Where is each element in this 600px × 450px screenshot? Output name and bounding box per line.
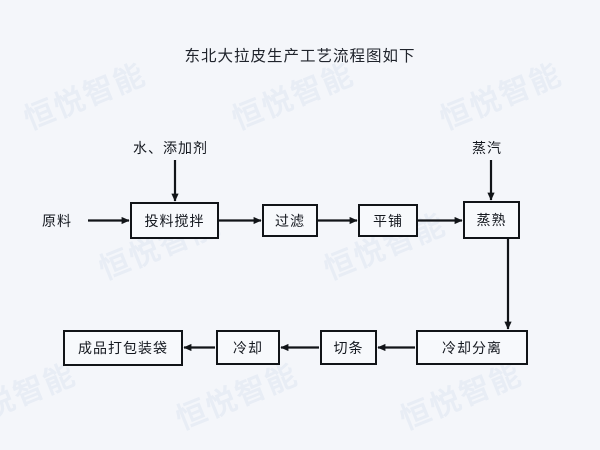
label-steam: 蒸汽 [472,141,502,157]
page-title: 东北大拉皮生产工艺流程图如下 [184,47,416,65]
node-filter[interactable]: 过滤 [262,204,318,237]
node-spread[interactable]: 平铺 [358,204,418,237]
label-raw-material: 原料 [42,214,72,230]
node-feed-mix[interactable]: 投料搅拌 [130,202,219,239]
label-water-additive: 水、添加剂 [133,141,208,157]
node-cool-separate[interactable]: 冷却分离 [416,330,528,365]
node-cut-strip[interactable]: 切条 [320,330,377,365]
node-steam-cook[interactable]: 蒸熟 [463,201,520,239]
node-cool[interactable]: 冷却 [216,330,280,365]
node-pack-bag[interactable]: 成品打包装袋 [63,330,183,366]
